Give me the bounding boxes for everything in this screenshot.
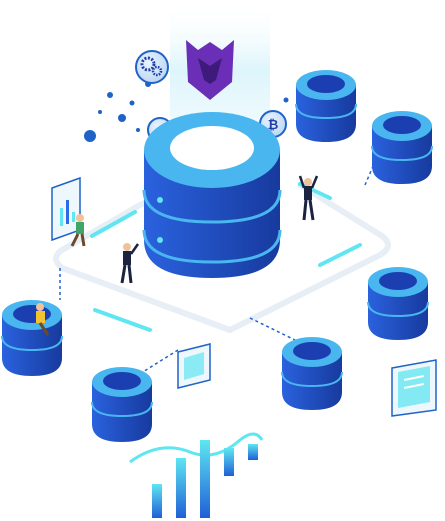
server-stack-left bbox=[1, 300, 63, 376]
person-center bbox=[120, 243, 140, 284]
screen-panel-bottom bbox=[177, 343, 211, 389]
chart-panel-left bbox=[51, 176, 81, 242]
floating-dots bbox=[84, 81, 289, 142]
person-pointing-left bbox=[70, 214, 86, 247]
server-stack-bottom-center bbox=[281, 337, 343, 410]
main-server bbox=[142, 112, 282, 278]
server-stack-right bbox=[371, 111, 433, 184]
person-cheering-right bbox=[298, 175, 319, 221]
svg-text:₿: ₿ bbox=[268, 118, 279, 133]
server-stack-mid-right bbox=[367, 267, 429, 340]
document-panel-right bbox=[391, 359, 437, 417]
person-sitting-left bbox=[36, 303, 50, 336]
bar-chart-graphic bbox=[129, 432, 264, 518]
server-stack-bottom-left bbox=[91, 367, 153, 442]
logo-fox-icon bbox=[186, 40, 234, 100]
gears-icon bbox=[135, 50, 169, 84]
server-stack-top-right bbox=[295, 70, 357, 142]
